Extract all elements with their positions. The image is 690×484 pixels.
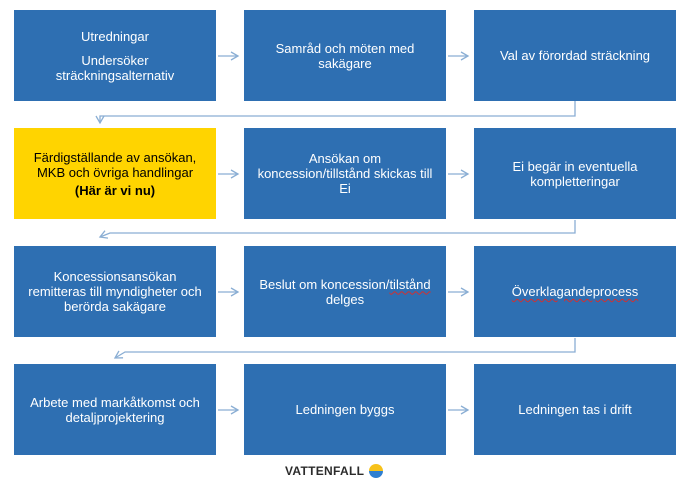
step-decision: Beslut om koncession/tilstånd delges <box>244 246 446 337</box>
step-title: Utredningar <box>81 28 149 44</box>
step-construction: Ledningen byggs <box>244 364 446 455</box>
step-application-sent: Ansökan om koncession/tillstånd skickas … <box>244 128 446 219</box>
step-application-current: Färdigställande av ansökan, MKB och övri… <box>14 128 216 219</box>
step-investigations: Utredningar Undersöker sträckningsaltern… <box>14 10 216 101</box>
vattenfall-sun-icon <box>369 464 384 478</box>
step-supplements: Ei begär in eventuella kompletteringar <box>474 128 676 219</box>
arrow-s9-s10 <box>113 338 576 359</box>
logo-text: VATTENFALL <box>285 464 365 478</box>
arrow-s6-s7 <box>98 220 576 239</box>
current-status-label: (Här är vi nu) <box>74 182 156 198</box>
step-commissioning: Ledningen tas i drift <box>474 364 676 455</box>
arrow-s3-s4 <box>95 101 576 125</box>
step-referral: Koncessionsansökan remitteras till myndi… <box>14 246 216 337</box>
step-consultation: Samråd och möten med sakägare <box>244 10 446 101</box>
vattenfall-logo: VATTENFALL <box>285 460 384 482</box>
step-route-choice: Val av förordad sträckning <box>474 10 676 101</box>
step-land-access: Arbete med markåtkomst och detaljprojekt… <box>14 364 216 455</box>
step-appeal: Överklagandeprocess <box>474 246 676 337</box>
